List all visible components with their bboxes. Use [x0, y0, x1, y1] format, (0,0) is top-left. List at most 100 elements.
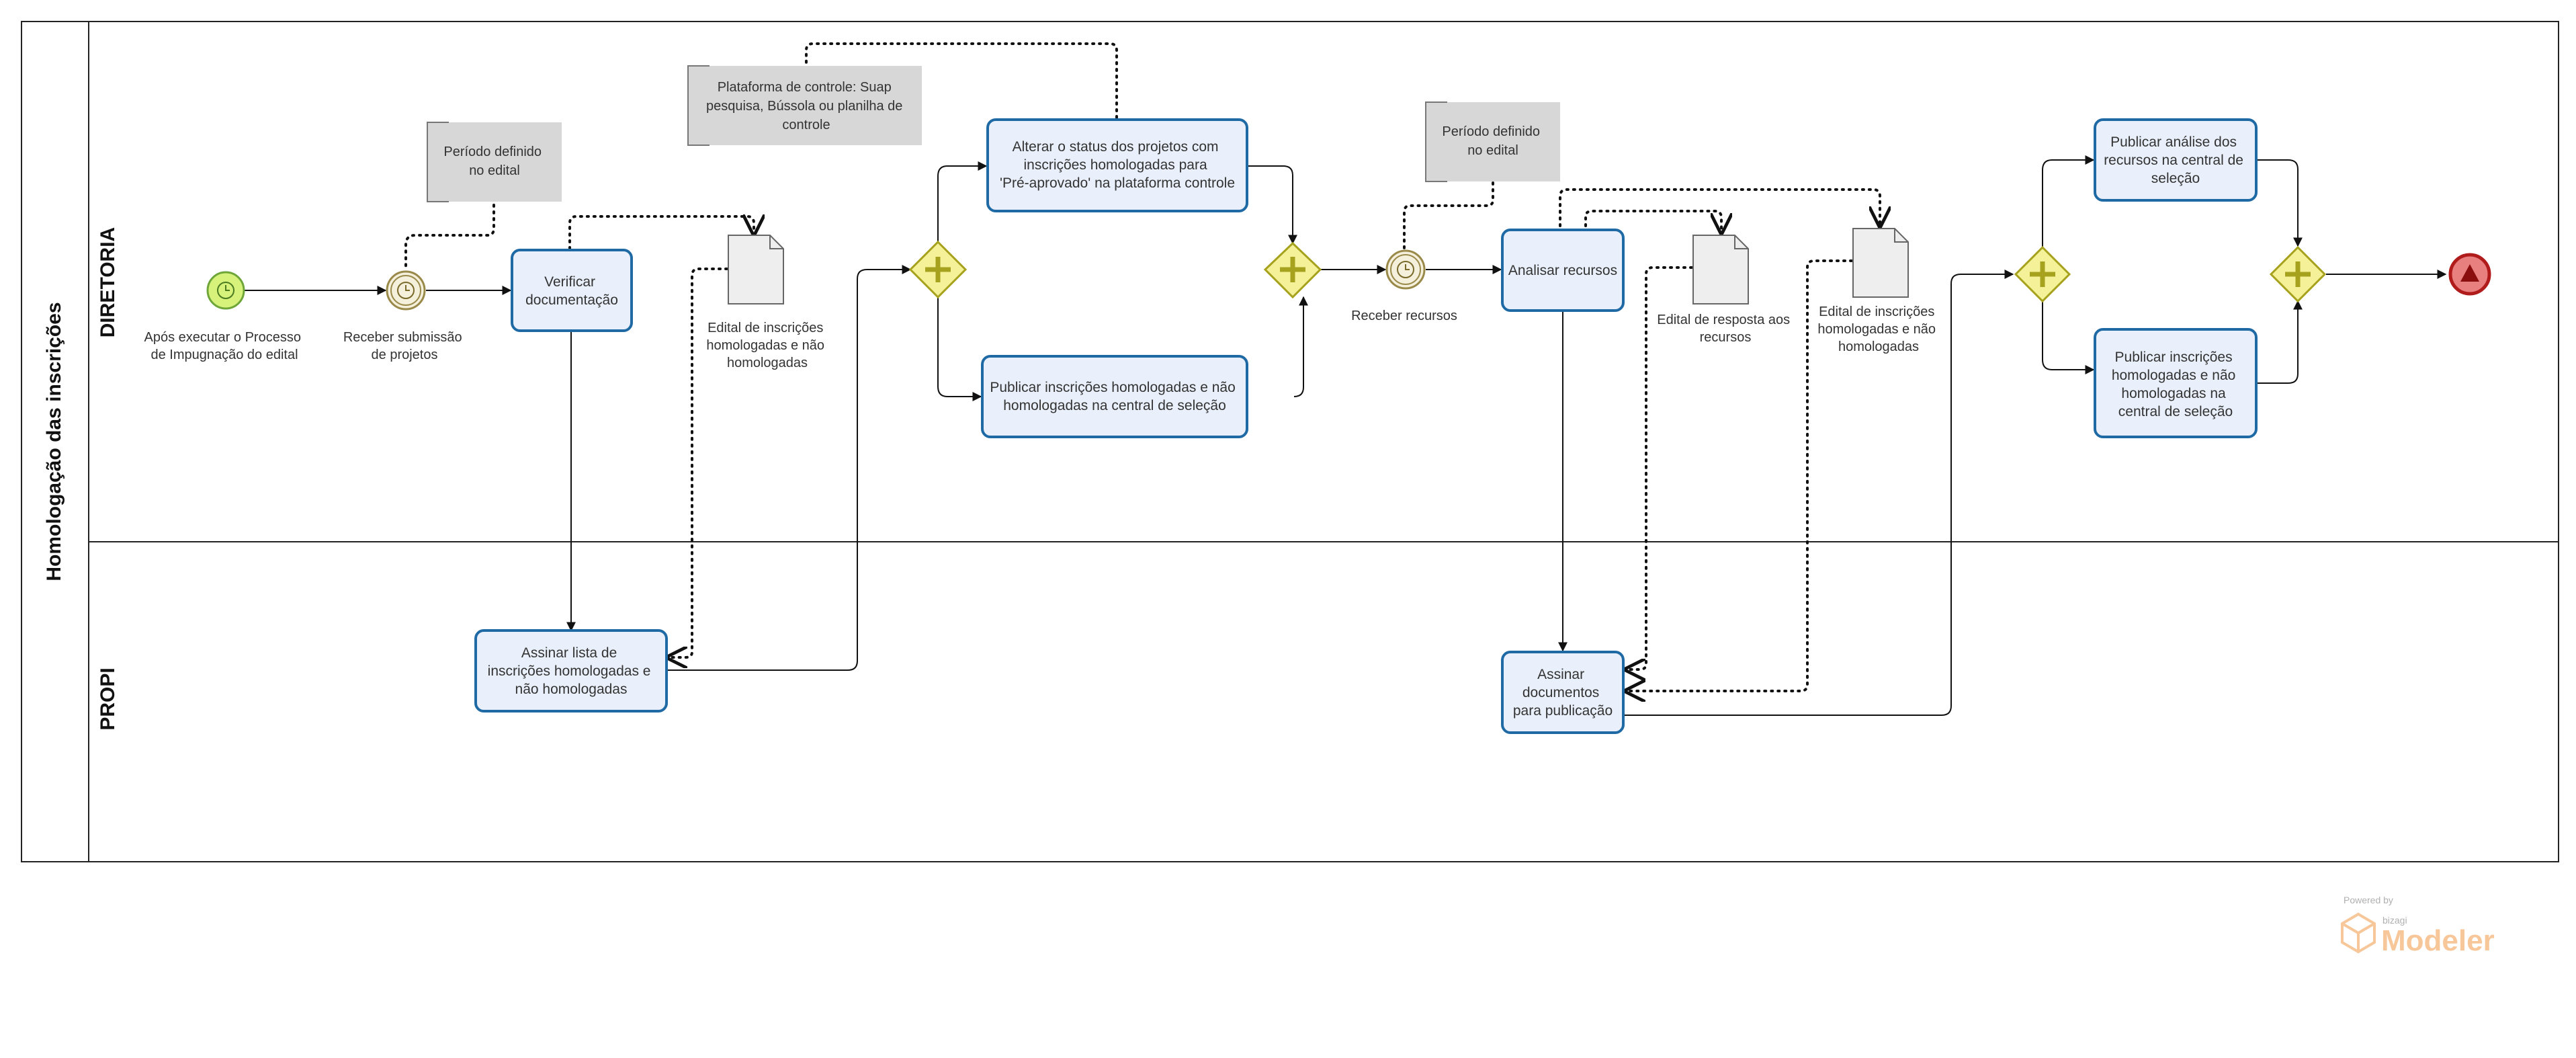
parallel-gateway[interactable] [2269, 245, 2327, 303]
annotation-period-1: Período definido no edital [427, 122, 562, 202]
lane-propi-label: PROPI [97, 667, 119, 730]
task-label-line: homologadas na [2121, 386, 2226, 401]
document-icon [728, 235, 784, 304]
task-label-line: documentos [1522, 685, 1599, 700]
document-entries[interactable]: Edital de inscrições homologadas e não h… [706, 235, 828, 370]
document-label-line: Edital de resposta aos [1657, 313, 1790, 327]
svg-text:Publicar inscrições homologada: Publicar inscrições homologadas e não ho… [990, 380, 1239, 413]
task-label-line: Publicar análise dos [2110, 134, 2237, 150]
task-label-line: Analisar recursos [1508, 263, 1617, 278]
task-change-status[interactable]: Alterar o status dos projetos com inscri… [986, 118, 1248, 212]
start-event-label: Após executar o Processo [144, 330, 300, 345]
task-label-line: seleção [2151, 171, 2200, 186]
bizagi-branding: Powered by bizagi Modeler [2341, 895, 2495, 957]
annotation-period-1-line: no edital [469, 163, 520, 178]
svg-text:Receber submissão de pro: Receber submissão de projetos [343, 330, 466, 362]
task-label-line: Alterar o status dos projetos com [1013, 139, 1219, 155]
powered-by-text: Powered by [2344, 895, 2393, 905]
bizagi-logo-icon [2341, 912, 2376, 954]
svg-text:Edital de inscrições ho: Edital de inscrições homologadas e não h… [1817, 304, 1939, 354]
document-label-line: Edital de inscrições [1819, 304, 1934, 319]
task-label-line: Assinar lista de [521, 645, 617, 661]
bizagi-text: bizagi [2382, 915, 2407, 926]
task-label-line: Publicar inscrições homologadas e não [990, 380, 1235, 395]
plus-icon [925, 257, 951, 282]
annotation-platform: Plataforma de controle: Suap pesquisa, B… [687, 65, 922, 146]
task-label-line: recursos na central de [2104, 153, 2243, 168]
task-sign-documents[interactable]: Assinar documentos para publicação [1501, 651, 1625, 734]
annotation-period-2-line: Período definido [1442, 124, 1540, 139]
document-response[interactable]: Edital de resposta aos recursos [1657, 235, 1793, 345]
task-label-line: Assinar [1537, 667, 1584, 682]
svg-text:Após executar o Processo: Após executar o Processo de Impugnação d… [144, 330, 304, 362]
start-event-label: de Impugnação do edital [151, 348, 298, 362]
svg-text:Publicar inscrições homo: Publicar inscrições homologadas e não ho… [2112, 350, 2239, 419]
task-label-line: central de seleção [2118, 404, 2233, 419]
document-label-line: homologadas e não [1817, 322, 1936, 337]
task-analyze-resources[interactable]: Analisar recursos [1501, 229, 1625, 312]
document-icon [1852, 228, 1909, 298]
document-label-line: recursos [1700, 330, 1752, 345]
task-label-line: homologadas e não [2112, 368, 2235, 383]
annotation-period-2-line: no edital [1467, 143, 1518, 158]
document-icon [1692, 235, 1749, 304]
task-label-line: 'Pré-aprovado' na plataforma controle [1000, 175, 1235, 191]
parallel-gateway[interactable] [2014, 245, 2071, 303]
clock-icon [217, 282, 234, 299]
associations [404, 42, 1880, 691]
plus-icon [2285, 261, 2311, 287]
document-label-line: homologadas e não [706, 338, 824, 353]
svg-text:Assinar lista de inscri: Assinar lista de inscrições homologadas … [488, 645, 655, 697]
start-event[interactable]: Após executar o Processo de Impugnação d… [144, 271, 304, 362]
task-sign-list[interactable]: Assinar lista de inscrições homologadas … [474, 629, 668, 713]
timer-event-label: de projetos [372, 348, 438, 362]
clock-icon [397, 282, 415, 299]
svg-text:Plataforma de controle: Suap: Plataforma de controle: Suap pesquisa, B… [706, 80, 906, 132]
task-label-line: homologadas na central de seleção [1003, 398, 1226, 413]
task-label-line: Publicar inscrições [2115, 350, 2233, 365]
svg-text:Assinar documentos: Assinar documentos para publicação [1513, 667, 1613, 719]
task-publish-analysis[interactable]: Publicar análise dos recursos na central… [2094, 118, 2258, 202]
task-label-line: inscrições homologadas para [1024, 157, 1207, 173]
annotation-period-2: Período definido no edital [1425, 101, 1560, 182]
task-label-line: não homologadas [515, 682, 628, 697]
svg-text:Edital de inscrições hom: Edital de inscrições homologadas e não h… [706, 321, 828, 370]
plus-icon [1280, 257, 1305, 282]
svg-text:Período definido no edit: Período definido no edital [1442, 124, 1543, 158]
timer-event-resources[interactable]: Receber recursos [1351, 249, 1457, 323]
svg-text:Período definido no edit: Período definido no edital [443, 145, 545, 178]
parallel-gateway[interactable] [908, 240, 968, 299]
document-label-line: homologadas [727, 356, 808, 370]
annotation-period-1-line: Período definido [443, 145, 542, 159]
modeler-text: Modeler [2381, 924, 2495, 957]
task-label-line: documentação [525, 292, 618, 308]
task-verify-documentation[interactable]: Verificar documentação [511, 249, 633, 332]
document-label-line: homologadas [1838, 339, 1919, 354]
task-label-line: inscrições homologadas e [488, 663, 651, 679]
lane-diretoria-label: DIRETORIA [97, 227, 119, 337]
svg-text:Edital de resposta aos r: Edital de resposta aos recursos [1657, 313, 1793, 345]
task-label-line: Verificar [544, 274, 595, 290]
plus-icon [2030, 261, 2055, 287]
svg-text:Publicar análise dos rec: Publicar análise dos recursos na central… [2104, 134, 2247, 186]
task-publish-entries[interactable]: Publicar inscrições homologadas e não ho… [981, 355, 1248, 438]
clock-icon [1397, 261, 1414, 278]
annotation-platform-line: controle [782, 118, 830, 132]
svg-text:Alterar o status dos projetos: Alterar o status dos projetos com inscri… [1000, 139, 1235, 191]
end-event[interactable] [2448, 253, 2491, 296]
annotation-platform-line: pesquisa, Bússola ou planilha de [706, 99, 902, 114]
task-publish-entries-2[interactable]: Publicar inscrições homologadas e não ho… [2094, 328, 2258, 438]
end-signal-icon [2460, 264, 2479, 282]
svg-text:Verificar documentação: Verificar documentação [525, 274, 618, 308]
timer-event-label: Receber recursos [1351, 309, 1457, 323]
document-entries-2[interactable]: Edital de inscrições homologadas e não h… [1817, 228, 1939, 354]
timer-event-label: Receber submissão [343, 330, 462, 345]
parallel-gateway[interactable] [1263, 241, 1322, 299]
task-label-line: para publicação [1513, 703, 1613, 719]
timer-event-submission[interactable]: Receber submissão de projetos [343, 270, 466, 362]
sequence-flows [238, 155, 2447, 716]
document-label-line: Edital de inscrições [707, 321, 823, 335]
pool-title: Homologação das inscrições [43, 302, 65, 581]
annotation-platform-line: Plataforma de controle: Suap [718, 80, 892, 95]
